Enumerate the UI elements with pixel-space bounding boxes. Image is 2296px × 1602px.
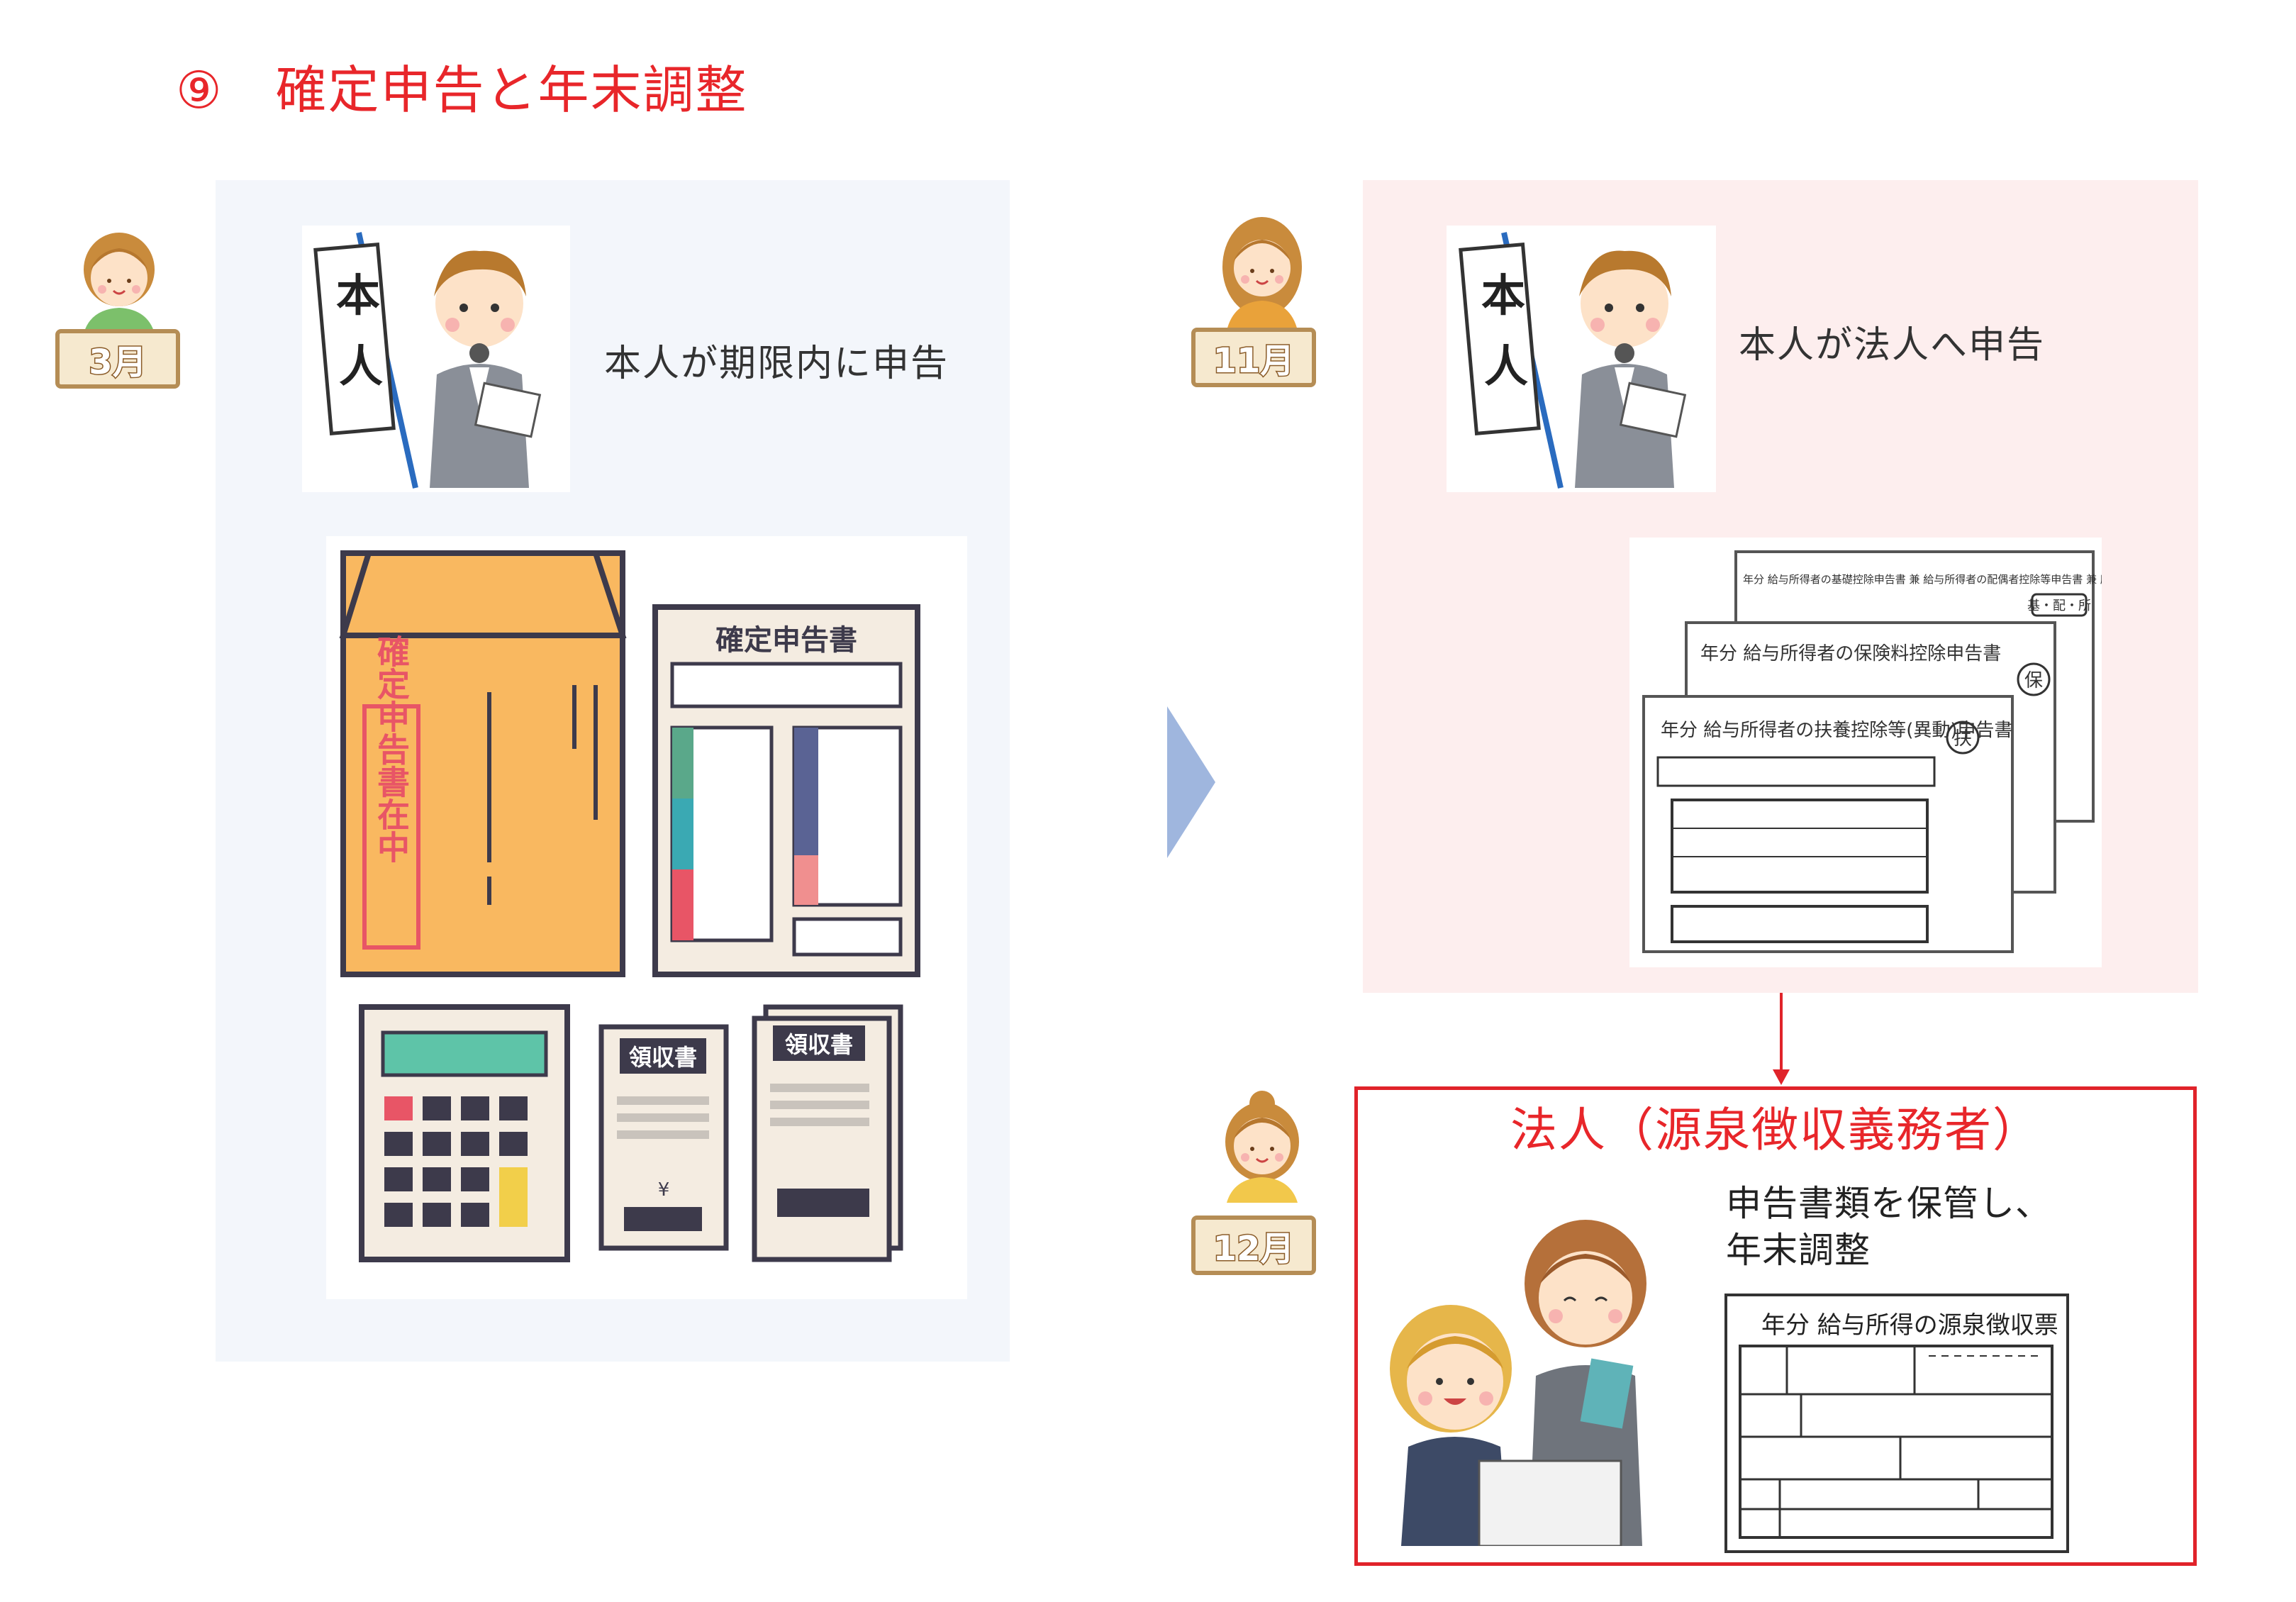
submission-caption: 本人が法人へ申告 — [1739, 324, 2046, 367]
banner-char-1: 本 — [1481, 269, 1525, 321]
woman-avatar-icon — [84, 233, 155, 333]
page-title: ⑨ 確定申告と年末調整 — [176, 60, 748, 120]
banner-char-2: 人 — [1484, 340, 1528, 392]
withholding-slip-icon: 年分 給与所得の源泉徴収票 — [1724, 1294, 2069, 1553]
corporation-desc-line-1: 申告書類を保管し、 — [1726, 1183, 2051, 1224]
envelope-label: 確定申告書在中 — [372, 635, 411, 863]
yen-mark: ¥ — [658, 1179, 670, 1201]
woman-avatar-icon — [1222, 217, 1302, 330]
form-title-2: 年分 給与所得者の保険料控除申告書 — [1700, 643, 2001, 664]
flow-arrow-icon — [1167, 706, 1215, 858]
self-person-illustration: 本 人 — [1447, 226, 1716, 492]
form-title-1: 年分 給与所得者の基礎控除申告書 兼 給与所得者の配偶者控除等申告書 兼 所得金… — [1743, 573, 2102, 586]
form-title: 確定申告書 — [715, 624, 857, 657]
month-badge-november: 11月 — [1191, 328, 1316, 387]
tax-documents-illustration: 確定申告書在中 確定申告書 領収書 ¥ 領収書 — [326, 536, 967, 1299]
documents-illustration: 確定申告書在中 確定申告書 領収書 ¥ 領収書 — [339, 550, 920, 1262]
forms-stack: 年分 給与所得者の基礎控除申告書 兼 給与所得者の配偶者控除等申告書 兼 所得金… — [1642, 550, 2217, 953]
month-badge-label: 11月 — [1212, 340, 1295, 382]
form-mark-3: 扶 — [1954, 728, 1972, 750]
red-down-arrow-icon — [1773, 993, 1790, 1085]
woman-avatar-icon — [1225, 1091, 1299, 1203]
corporation-title: 法人（源泉徴収義務者） — [1510, 1103, 2041, 1157]
slip-title: 年分 給与所得の源泉徴収票 — [1761, 1311, 2058, 1340]
banner-char-1: 本 — [336, 269, 380, 321]
corporation-desc-line-2: 年末調整 — [1726, 1230, 1871, 1271]
month-badge-march: 3月 — [55, 329, 180, 389]
month-badge-december: 12月 — [1191, 1216, 1316, 1275]
office-workers-icon — [1390, 1220, 1646, 1546]
month-badge-label: 3月 — [88, 342, 147, 384]
self-caption: 本人が期限内に申告 — [604, 343, 949, 385]
form-mark-1: 基・配・所 — [2027, 599, 2091, 613]
self-person-illustration: 本 人 — [302, 226, 570, 492]
banner-man-icon: 本 人 — [1459, 232, 1687, 489]
receipt-label-2: 領収書 — [785, 1031, 853, 1058]
deduction-forms-illustration: 年分 給与所得者の基礎控除申告書 兼 給与所得者の配偶者控除等申告書 兼 所得金… — [1629, 538, 2217, 967]
form-mark-2: 保 — [2024, 670, 2043, 691]
banner-man-icon: 本 人 — [313, 232, 542, 489]
month-badge-label: 12月 — [1212, 1228, 1295, 1270]
receipt-label-1: 領収書 — [629, 1044, 697, 1071]
banner-char-2: 人 — [339, 340, 383, 392]
corporation-description: 申告書類を保管し、 年末調整 — [1726, 1180, 2051, 1274]
